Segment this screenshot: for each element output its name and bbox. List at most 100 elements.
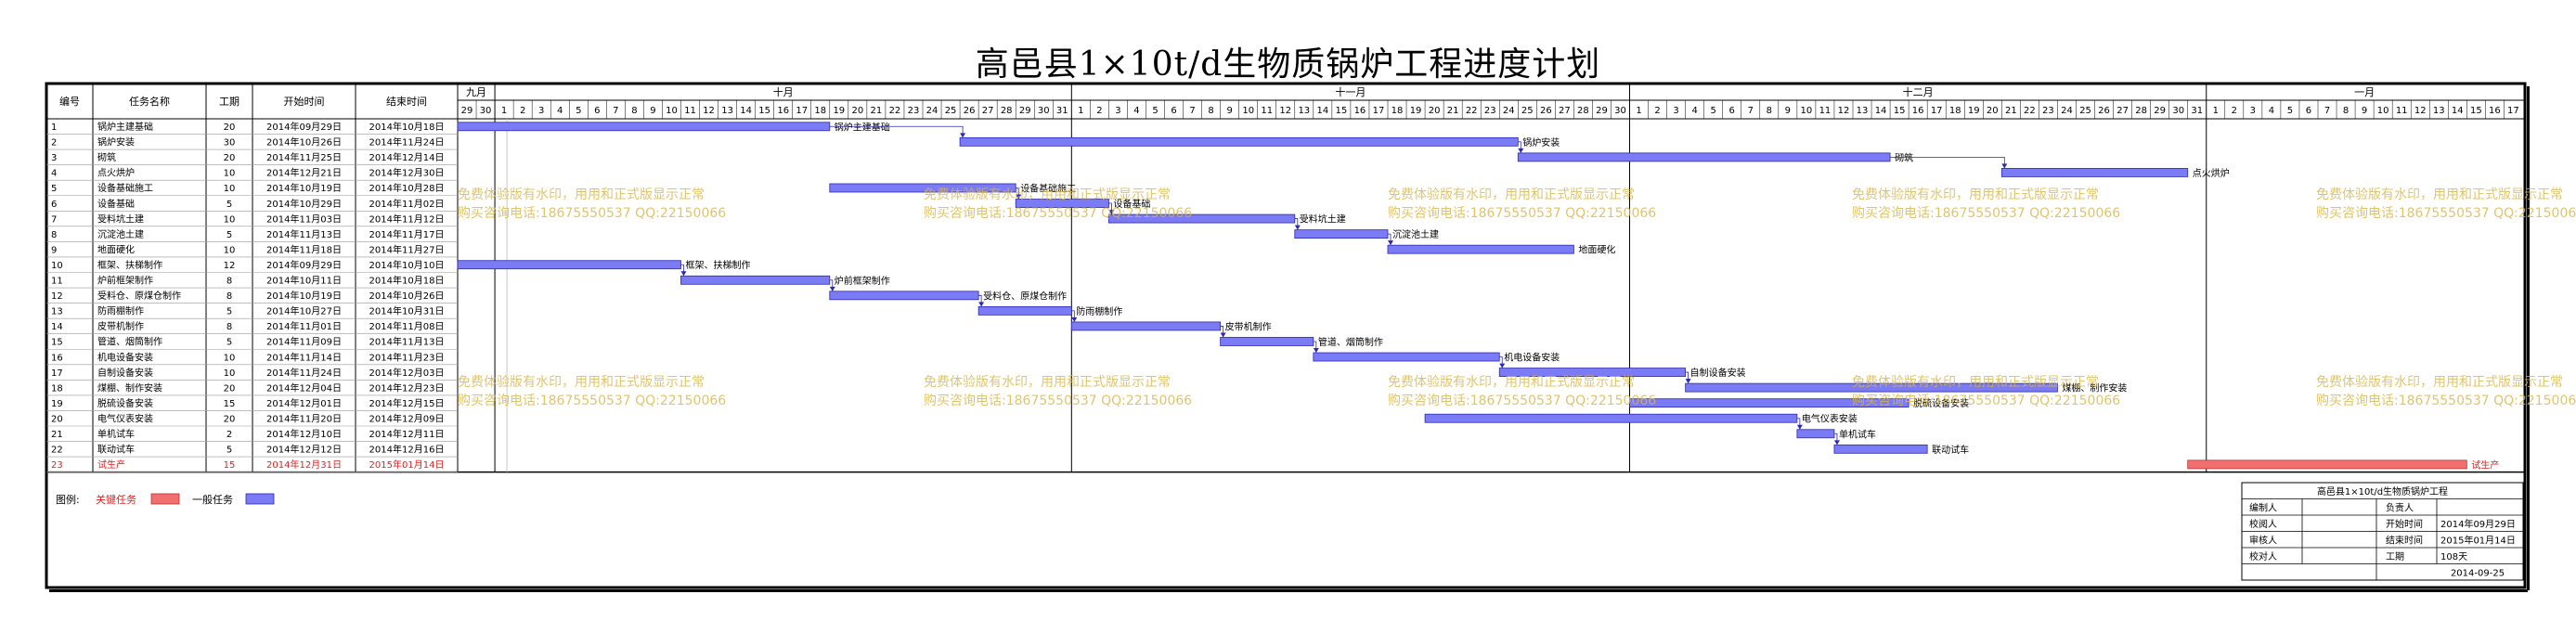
task-bar	[1220, 337, 1314, 346]
info-box-value: 108天	[2440, 552, 2467, 562]
day-label: 28	[1577, 106, 1589, 116]
info-box-key: 工期	[2386, 551, 2404, 562]
day-label: 7	[2324, 106, 2330, 116]
day-label: 29	[1019, 106, 1031, 116]
task-bar	[829, 183, 1016, 193]
day-label: 3	[1115, 106, 1120, 116]
table-cell-end: 2014年10月10日	[369, 259, 445, 271]
table-cell-id: 19	[51, 399, 63, 409]
table-cell-name: 砌筑	[97, 151, 116, 163]
table-cell-name: 设备基础	[97, 198, 135, 210]
table-cell-id: 11	[51, 277, 63, 287]
day-label: 11	[1819, 106, 1832, 116]
table-header: 编号	[59, 95, 80, 108]
dependency-arrow	[1796, 424, 1803, 430]
task-bar-label: 设备基础	[1113, 198, 1150, 210]
day-label: 6	[2306, 106, 2311, 116]
table-cell-start: 2014年12月01日	[266, 397, 342, 409]
table-header: 工期	[219, 96, 239, 108]
day-label: 6	[1171, 106, 1176, 116]
task-bar	[457, 122, 831, 132]
table-cell-days: 2	[227, 430, 232, 440]
day-label: 16	[777, 106, 789, 116]
day-label: 15	[758, 106, 770, 116]
day-label: 7	[613, 106, 618, 116]
dependency-arrow	[978, 302, 985, 307]
day-label: 27	[2116, 106, 2129, 116]
task-bar	[680, 275, 831, 285]
table-cell-days: 15	[224, 399, 236, 409]
task-bar	[1313, 352, 1500, 362]
table-cell-start: 2014年12月12日	[266, 444, 342, 456]
task-bar-label: 锅炉安装	[1522, 136, 1560, 149]
table-cell-start: 2014年11月01日	[266, 320, 342, 332]
task-bar	[1629, 398, 1909, 408]
day-label: 29	[2154, 106, 2166, 116]
table-cell-id: 8	[51, 230, 57, 240]
table-cell-end: 2014年11月13日	[369, 336, 445, 348]
day-label: 31	[1056, 106, 1068, 116]
table-cell-end: 2015年01月14日	[369, 459, 445, 471]
table-cell-id: 3	[51, 153, 57, 163]
day-label: 23	[1484, 106, 1496, 116]
dependency-arrow	[1685, 379, 1691, 384]
table-cell-start: 2014年10月19日	[266, 182, 342, 194]
day-label: 7	[1748, 106, 1754, 116]
table-cell-start: 2014年12月31日	[266, 459, 342, 471]
table-cell-days: 5	[227, 230, 232, 240]
table-cell-id: 12	[51, 291, 63, 302]
table-cell-end: 2014年10月18日	[369, 275, 445, 287]
table-cell-name: 受料坑土建	[97, 213, 144, 225]
table-cell-id: 9	[51, 245, 57, 255]
day-label: 23	[2042, 106, 2054, 116]
table-cell-id: 20	[51, 414, 63, 424]
table-cell-name: 联动试车	[97, 444, 135, 456]
table-header: 任务名称	[129, 95, 170, 108]
day-label: 13	[721, 106, 733, 116]
task-bar-label: 受料仓、原煤仓制作	[983, 290, 1067, 302]
table-cell-name: 框架、扶梯制作	[97, 259, 162, 271]
dependency-arrow	[1499, 363, 1506, 368]
day-label: 15	[1336, 106, 1348, 116]
table-cell-days: 8	[227, 277, 232, 287]
day-label: 4	[557, 106, 563, 116]
table-cell-id: 13	[51, 307, 63, 317]
day-label: 28	[2135, 106, 2147, 116]
task-bar	[1015, 199, 1109, 208]
info-box-title: 高邑县1×10t/d生物质锅炉工程	[2317, 485, 2448, 497]
table-cell-start: 2014年10月26日	[266, 136, 342, 149]
day-label: 29	[1596, 106, 1608, 116]
month-label: 十一月	[1335, 85, 1366, 98]
day-label: 27	[982, 106, 994, 116]
legend-title: 图例:	[56, 493, 80, 506]
table-cell-name: 脱硫设备安装	[97, 397, 153, 409]
day-label: 13	[1857, 106, 1869, 116]
day-label: 5	[1711, 106, 1716, 116]
task-bar	[977, 305, 1072, 316]
table-cell-name: 试生产	[97, 459, 125, 471]
table-cell-id: 4	[51, 169, 57, 179]
day-label: 10	[2377, 106, 2389, 116]
day-label: 1	[501, 106, 507, 116]
day-label: 10	[666, 106, 678, 116]
table-cell-days: 5	[227, 446, 232, 456]
table-cell-end: 2014年10月18日	[369, 121, 445, 133]
dependency-arrow	[1313, 348, 1319, 354]
table-cell-start: 2014年10月11日	[266, 275, 342, 287]
day-label: 31	[2191, 106, 2203, 116]
table-cell-start: 2014年12月10日	[266, 428, 342, 440]
task-bar-label: 皮带机制作	[1225, 320, 1272, 332]
day-label: 18	[1392, 106, 1404, 116]
table-cell-end: 2014年10月26日	[369, 290, 445, 302]
day-label: 30	[1038, 106, 1050, 116]
table-cell-name: 煤棚、制作安装	[97, 381, 162, 394]
table-cell-days: 5	[227, 338, 232, 348]
day-label: 1	[2213, 106, 2219, 116]
page-title: 高邑县1×10t/d生物质锅炉工程进度计划	[975, 45, 1601, 84]
table-cell-days: 10	[224, 353, 236, 363]
dependency-arrow	[1294, 225, 1301, 230]
table-cell-id: 17	[51, 368, 63, 379]
table-cell-end: 2014年11月24日	[369, 136, 445, 149]
table-cell-end: 2014年11月12日	[369, 213, 445, 225]
day-label: 26	[2098, 106, 2110, 116]
